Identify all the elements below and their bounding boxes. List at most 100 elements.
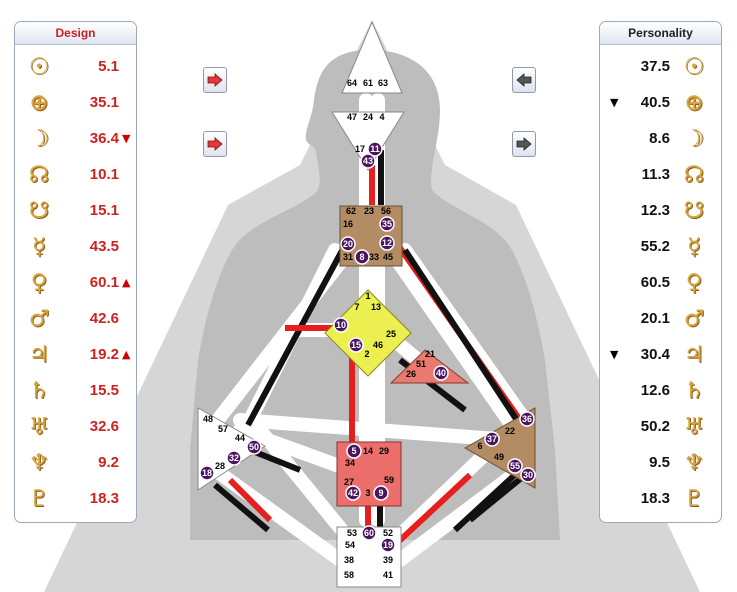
gate-number: 57 bbox=[218, 424, 228, 434]
design-gate-value: 5.1 bbox=[98, 58, 119, 75]
design-row: ⊕35.1 bbox=[15, 88, 136, 118]
gate-number: 1 bbox=[365, 291, 370, 301]
personality-gate-value: 60.5 bbox=[640, 274, 670, 291]
gate-number: 24 bbox=[363, 112, 373, 122]
gate-badge bbox=[379, 235, 395, 251]
design-panel-title: Design bbox=[15, 22, 136, 45]
personality-gate-value: 55.2 bbox=[640, 238, 670, 255]
personality-row: ♅50.2 bbox=[600, 412, 721, 442]
design-gate-value: 10.1 bbox=[89, 166, 119, 183]
channel-activation bbox=[392, 472, 473, 548]
gate-number: 61 bbox=[363, 78, 373, 88]
personality-gate-value: 12.3 bbox=[640, 202, 670, 219]
moon-icon: ☽ bbox=[683, 126, 705, 152]
personality-row: ☊11.3 bbox=[600, 160, 721, 190]
gate-number: 9 bbox=[378, 488, 383, 498]
design-row: ♅32.6 bbox=[15, 412, 136, 442]
gate-number: 44 bbox=[235, 433, 245, 443]
saturn-icon: ♄ bbox=[683, 378, 705, 404]
gate-badge bbox=[226, 450, 242, 466]
design-row: ☋15.1 bbox=[15, 196, 136, 226]
north-node-icon: ☊ bbox=[683, 162, 705, 188]
design-gate-value: 36.4 bbox=[89, 130, 119, 147]
design-panel: Design ☉5.1⊕35.1☽36.4▼☊10.1☋15.1☿43.5♀60… bbox=[14, 21, 137, 523]
earth-icon: ⊕ bbox=[684, 90, 704, 116]
personality-row: ♀60.5 bbox=[600, 268, 721, 298]
gate-badge bbox=[246, 439, 262, 455]
gate-number: 20 bbox=[343, 239, 353, 249]
gate-badge bbox=[433, 365, 449, 381]
gate-number: 30 bbox=[523, 470, 533, 480]
channel-band bbox=[383, 243, 522, 437]
personality-row: ☿55.2 bbox=[600, 232, 721, 262]
heart-center bbox=[389, 349, 470, 384]
sun-icon: ☉ bbox=[28, 54, 50, 80]
gate-badge bbox=[348, 337, 364, 353]
pluto-icon: ♇ bbox=[28, 486, 50, 512]
gate-number: 34 bbox=[345, 458, 355, 468]
venus-icon: ♀ bbox=[30, 270, 48, 296]
gate-number: 37 bbox=[487, 434, 497, 444]
design-gate-value: 32.6 bbox=[89, 418, 119, 435]
design-gate-value: 60.1 bbox=[89, 274, 119, 291]
gate-badge bbox=[519, 411, 535, 427]
gate-number: 25 bbox=[386, 329, 396, 339]
design-next-button-2[interactable] bbox=[203, 131, 227, 157]
personality-gate-value: 40.5 bbox=[640, 94, 670, 111]
neptune-icon: ♆ bbox=[28, 450, 50, 476]
design-gate-value: 15.1 bbox=[89, 202, 119, 219]
gate-number: 13 bbox=[371, 302, 381, 312]
arrow-right-icon bbox=[207, 137, 223, 151]
design-row: ☽36.4▼ bbox=[15, 124, 136, 154]
gate-number: 7 bbox=[354, 302, 359, 312]
personality-prev-button[interactable] bbox=[512, 67, 536, 93]
gate-number: 31 bbox=[343, 252, 353, 262]
gate-number: 38 bbox=[344, 555, 354, 565]
personality-panel: Personality ☉37.5⊕40.5▼☽8.6☊11.3☋12.3☿55… bbox=[599, 21, 722, 523]
arrow-right-icon bbox=[207, 73, 223, 87]
gate-number: 12 bbox=[382, 238, 392, 248]
personality-row: ♃30.4▼ bbox=[600, 340, 721, 370]
uranus-icon: ♅ bbox=[683, 414, 705, 440]
throat-center bbox=[339, 205, 403, 267]
gate-number: 64 bbox=[347, 78, 357, 88]
gate-badge bbox=[346, 443, 362, 459]
personality-row: ☋ 12.3 bbox=[600, 196, 721, 226]
jupiter-icon: ♃ bbox=[683, 342, 705, 368]
gate-number: 16 bbox=[343, 219, 353, 229]
gate-badge bbox=[199, 465, 215, 481]
sun-icon: ☉ bbox=[683, 54, 705, 80]
gate-badge bbox=[484, 431, 500, 447]
personality-next-button[interactable] bbox=[512, 131, 536, 157]
mars-icon: ♂ bbox=[28, 306, 50, 332]
personality-gate-value: 20.1 bbox=[640, 310, 670, 327]
mars-icon: ♂ bbox=[683, 306, 705, 332]
personality-row: ♄12.6 bbox=[600, 376, 721, 406]
ajna-center bbox=[331, 111, 405, 171]
gate-number: 55 bbox=[510, 461, 520, 471]
gate-number: 10 bbox=[336, 320, 346, 330]
personality-gate-value: 30.4 bbox=[640, 346, 670, 363]
gate-number: 36 bbox=[522, 414, 532, 424]
arrow-left-icon bbox=[516, 73, 532, 87]
design-gate-value: 35.1 bbox=[89, 94, 119, 111]
gate-number: 47 bbox=[347, 112, 357, 122]
gate-number: 35 bbox=[382, 219, 392, 229]
design-gate-value: 43.5 bbox=[89, 238, 119, 255]
south-node-icon: ☋ bbox=[683, 198, 705, 224]
channel-activation bbox=[227, 477, 273, 523]
gate-number: 2 bbox=[364, 349, 369, 359]
gate-number: 60 bbox=[364, 528, 374, 538]
gate-number: 49 bbox=[494, 452, 504, 462]
design-gate-value: 18.3 bbox=[89, 490, 119, 507]
gate-number: 56 bbox=[381, 206, 391, 216]
gate-number: 43 bbox=[363, 156, 373, 166]
channel-activation bbox=[213, 482, 270, 533]
personality-row: ♇18.3 bbox=[600, 484, 721, 514]
design-next-button-1[interactable] bbox=[203, 67, 227, 93]
design-gate-value: 19.2 bbox=[89, 346, 119, 363]
design-row: ♇ 18.3 bbox=[15, 484, 136, 514]
gate-number: 63 bbox=[378, 78, 388, 88]
personality-gate-value: 9.5 bbox=[649, 454, 670, 471]
